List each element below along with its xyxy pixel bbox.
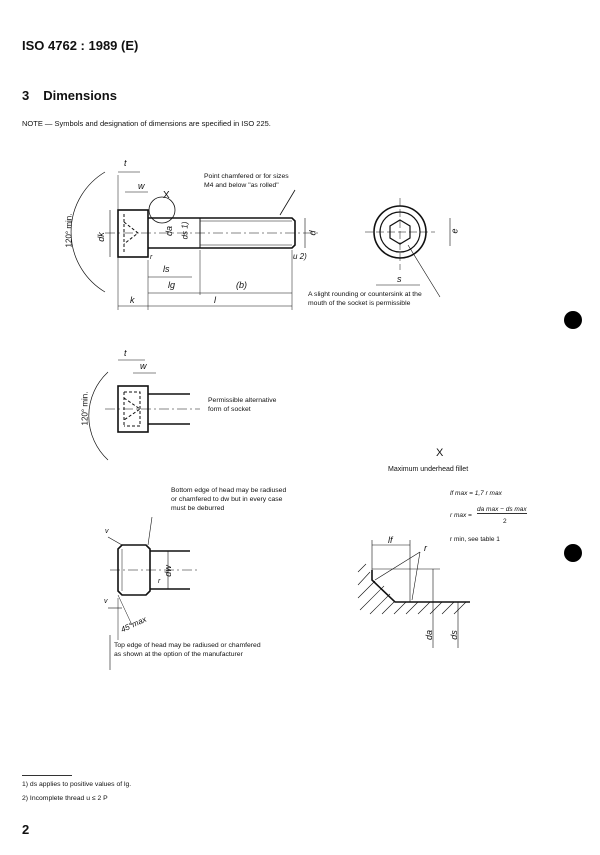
label-ls: ls (163, 264, 170, 274)
label-ds: ds 1) (180, 221, 190, 240)
fig2-label-w: w (140, 361, 147, 371)
binder-hole (564, 311, 582, 329)
detail-label-ds: ds (448, 630, 459, 640)
label-dk: dk (95, 232, 106, 242)
note-top-edge: Top edge of head may be radiused or cham… (114, 642, 261, 658)
formula-r-min: r min, see table 1 (450, 536, 500, 543)
formula-lf-max: lf max = 1,7 r max (450, 490, 502, 497)
fig3-label-v-bottom: v (104, 598, 108, 605)
label-detail-x: X (163, 190, 170, 201)
note-text: NOTE — Symbols and designation of dimens… (22, 119, 271, 128)
label-d: d (307, 230, 318, 236)
label-e: e (449, 228, 460, 234)
fig3-label-v-top: v (105, 528, 109, 535)
detail-x-subtitle: Maximum underhead fillet (388, 466, 469, 473)
section-heading: 3 Dimensions (22, 88, 117, 103)
note-socket-rounding: A slight rounding or countersink at the … (308, 291, 422, 307)
fig2-label-angle: 120° min. (80, 391, 90, 426)
label-u: u 2) (293, 252, 307, 261)
figure2-socket-drawing (88, 359, 200, 461)
label-w: w (138, 181, 145, 191)
figure1-screw-drawing (70, 171, 451, 310)
label-k: k (130, 295, 135, 305)
footnote-rule (22, 775, 72, 776)
formula-r-max-denominator: 2 (503, 518, 507, 525)
label-r: r (150, 254, 153, 261)
note-bottom-edge: Bottom edge of head may be radiused or c… (171, 487, 287, 512)
footnote-1: 1) ds applies to positive values of lg. (22, 781, 132, 788)
detail-label-lf: lf (388, 535, 393, 545)
formula-r-max-numerator: da max − ds max (477, 506, 527, 514)
detail-label-r: r (424, 543, 427, 553)
page-number: 2 (22, 822, 30, 837)
label-t: t (124, 158, 127, 168)
note-alternative-socket: Permissible alternative form of socket (208, 397, 277, 413)
note-point-chamfered: Point chamfered or for sizes M4 and belo… (204, 173, 289, 189)
formula-r-max-lhs: r max = (450, 512, 472, 519)
detail-x-title: X (436, 447, 444, 459)
fig3-label-dw: dw (162, 565, 173, 577)
label-da: da (164, 225, 175, 237)
section-title: Dimensions (43, 88, 117, 103)
label-s: s (397, 274, 402, 284)
label-l: l (214, 295, 216, 305)
label-b: (b) (236, 280, 247, 290)
section-number: 3 (22, 88, 30, 103)
footnote-2: 2) Incomplete thread u ≤ 2 P (22, 795, 108, 802)
figure3-head-edge-drawing (107, 516, 200, 670)
label-angle: 120° min. (64, 213, 74, 248)
detail-x-fillet-drawing (357, 540, 470, 648)
detail-label-da: da (424, 629, 435, 641)
fig3-label-r: r (158, 578, 161, 585)
document-header: ISO 4762 : 1989 (E) (22, 38, 139, 53)
binder-hole (564, 544, 582, 562)
fig2-label-t: t (124, 348, 127, 358)
label-lg: lg (168, 280, 176, 290)
